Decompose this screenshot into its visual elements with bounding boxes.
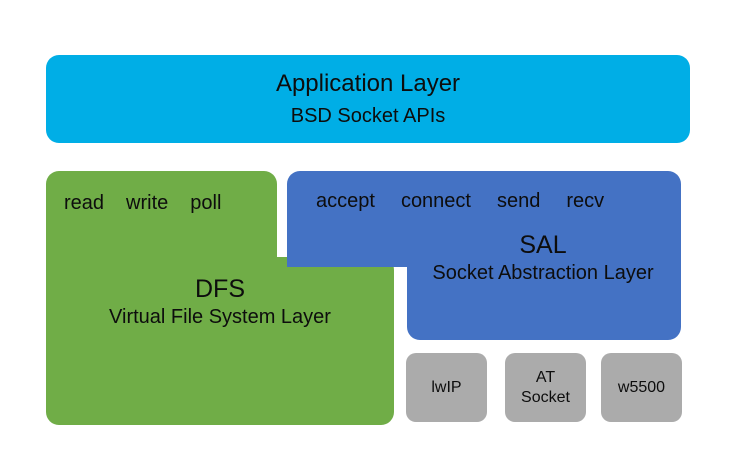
driver-w5500-label: w5500 (617, 378, 666, 396)
sal-abbr: SAL (519, 231, 567, 259)
driver-box-at-socket: AT Socket (505, 353, 586, 422)
driver-lwip-label: lwIP (431, 378, 462, 396)
dfs-operations-row: read write poll (64, 192, 221, 215)
dfs-title-group: DFS Virtual File System Layer (46, 275, 394, 329)
dfs-abbr: DFS (195, 275, 245, 303)
dfs-full-name: Virtual File System Layer (109, 305, 331, 328)
driver-at-socket-label-line1: AT (535, 368, 556, 386)
driver-box-w5500: w5500 (601, 353, 682, 422)
application-layer-subtitle: BSD Socket APIs (290, 105, 446, 128)
sal-op-send: send (497, 190, 541, 212)
sal-operations-row: accept connect send recv (316, 190, 604, 213)
application-layer-block: Application Layer BSD Socket APIs (46, 55, 690, 143)
driver-box-lwip: lwIP (406, 353, 487, 422)
application-layer-title: Application Layer (275, 69, 461, 97)
dfs-op-read: read (64, 192, 105, 214)
sal-op-connect: connect (400, 190, 471, 212)
sal-op-accept: accept (316, 190, 375, 212)
dfs-op-write: write (126, 192, 169, 214)
sal-block-lower (407, 247, 681, 340)
dfs-op-poll: poll (190, 192, 222, 214)
dfs-block-lower (46, 257, 394, 425)
sal-full-name: Socket Abstraction Layer (432, 261, 654, 284)
sal-title-group: SAL Socket Abstraction Layer (403, 231, 683, 285)
driver-at-socket-label-line2: Socket (521, 388, 570, 406)
sal-op-recv: recv (566, 190, 605, 212)
